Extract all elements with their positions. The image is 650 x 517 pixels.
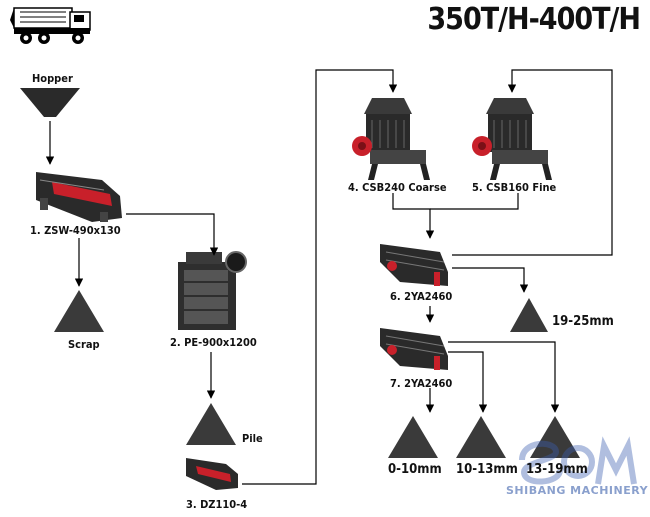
scrap-label: Scrap [68, 338, 100, 351]
vibrating-feeder-2-machine [186, 458, 238, 490]
page-title: 350T/H-400T/H [427, 2, 641, 37]
screen-2-label: 7. 2YA2460 [390, 377, 453, 390]
hopper-shape [20, 88, 80, 117]
dump-truck-icon [10, 7, 91, 44]
cone-crusher-coarse-machine [352, 98, 430, 180]
jaw-crusher-machine [178, 251, 247, 330]
output-pile-19-25mm [510, 298, 548, 332]
output-pile-13-19mm [530, 416, 580, 458]
vibrating-screen-2-machine [380, 328, 448, 370]
feeder-2-label: 3. DZ110-4 [186, 498, 248, 511]
output-10-13mm-label: 10-13mm [456, 462, 518, 477]
cone-crusher-fine-machine [472, 98, 552, 180]
hopper-label: Hopper [32, 72, 73, 85]
vibrating-feeder-machine [36, 172, 122, 222]
output-19-25mm-label: 19-25mm [552, 314, 614, 329]
jaw-crusher-label: 2. PE-900x1200 [170, 336, 257, 349]
output-13-19mm-label: 13-19mm [526, 462, 588, 477]
screen-1-label: 6. 2YA2460 [390, 290, 453, 303]
brand-watermark-logo [519, 436, 637, 485]
output-pile-0-10mm [388, 416, 438, 458]
scrap-pile [54, 290, 104, 332]
brand-watermark-text: SHIBANG MACHINERY [506, 484, 649, 497]
cone-coarse-label: 4. CSB240 Coarse [348, 181, 447, 194]
feeder-label: 1. ZSW-490x130 [30, 224, 121, 237]
stock-pile [186, 403, 236, 445]
pile-label: Pile [242, 432, 263, 445]
cone-fine-label: 5. CSB160 Fine [472, 181, 557, 194]
output-0-10mm-label: 0-10mm [388, 462, 442, 477]
output-pile-10-13mm [456, 416, 506, 458]
flow-lines [45, 69, 613, 485]
vibrating-screen-1-machine [380, 244, 448, 286]
